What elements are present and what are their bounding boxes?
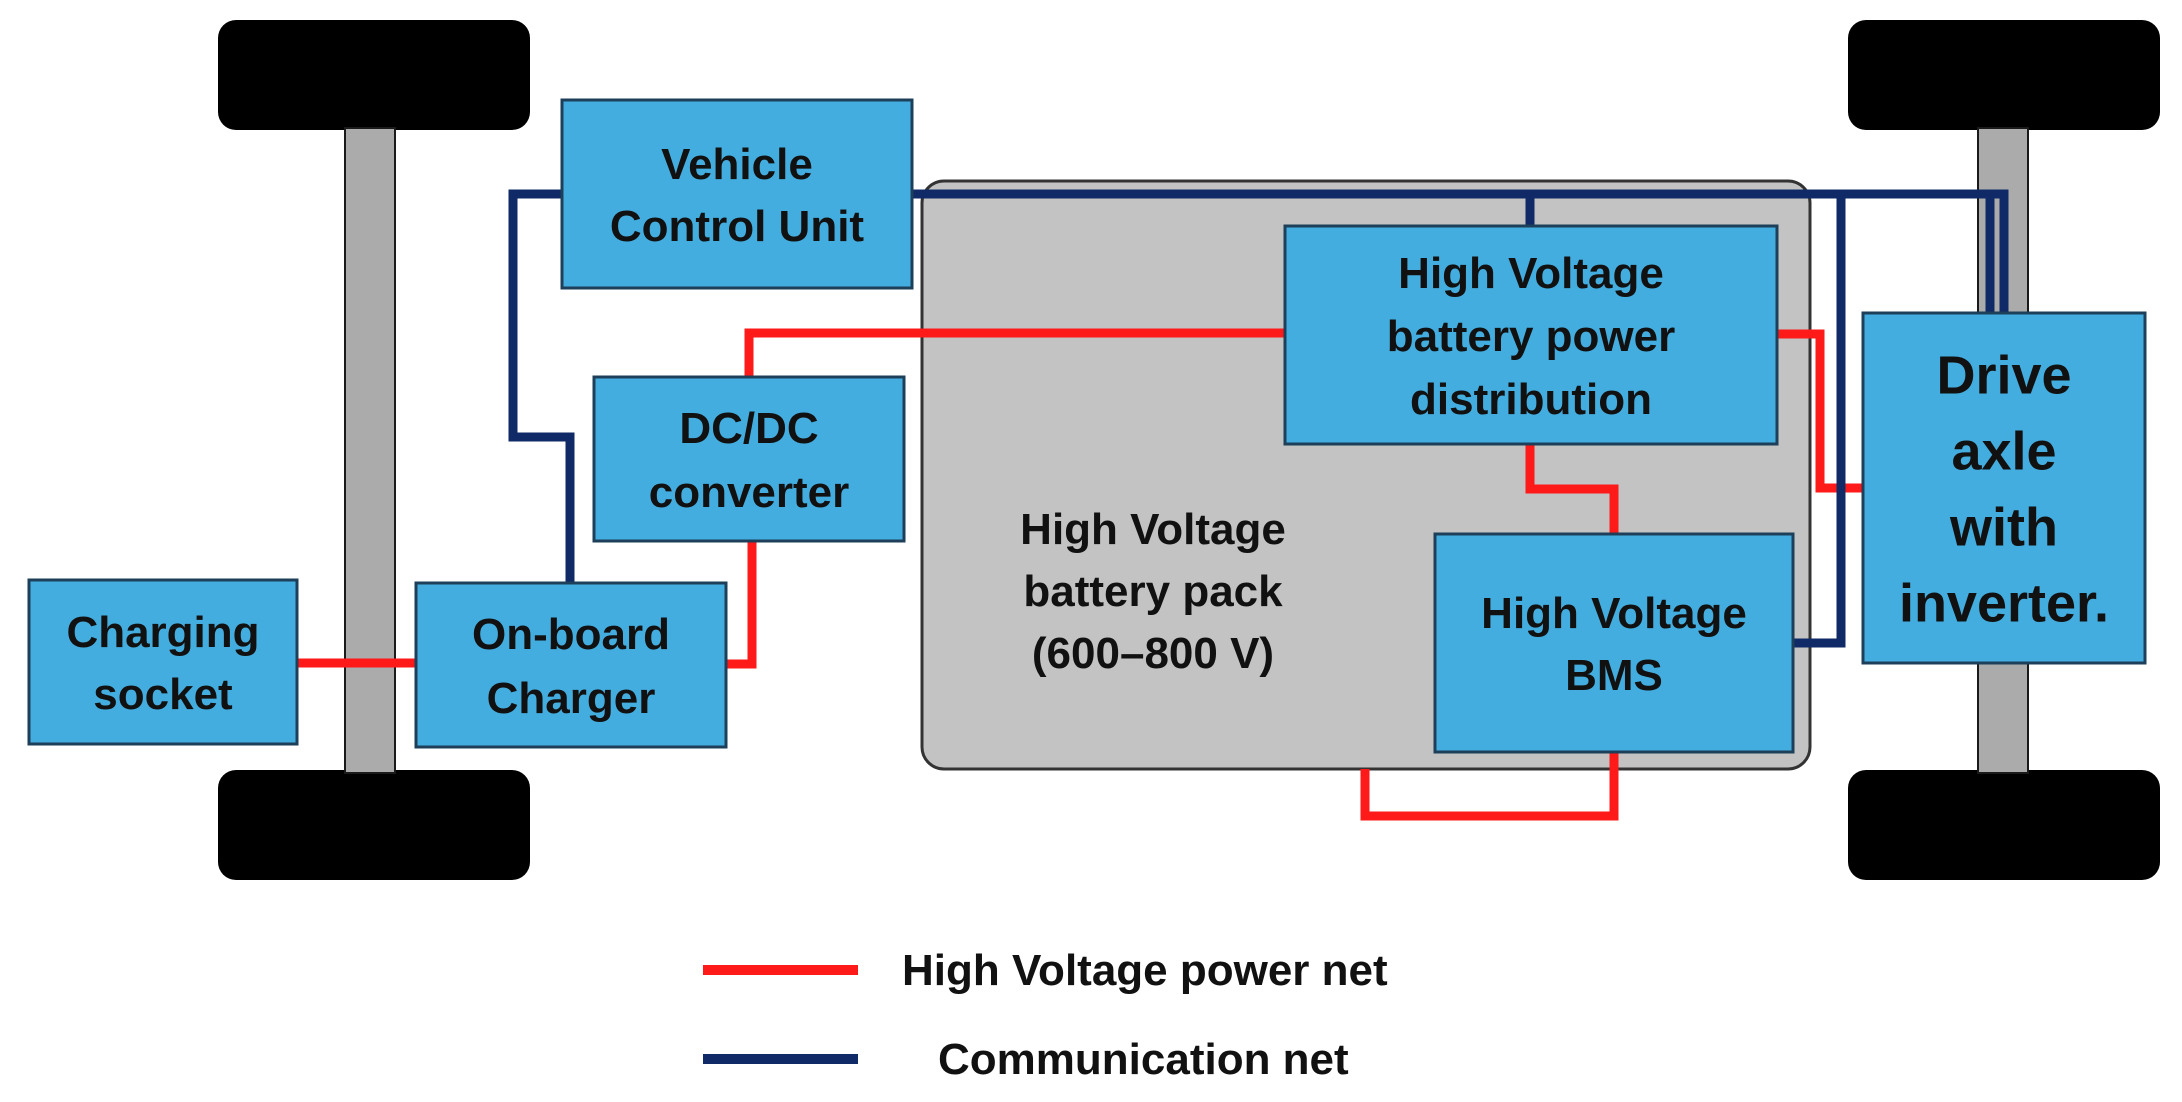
comm-vcu-bus-line (912, 189, 2009, 313)
legend-label-power: High Voltage power net (902, 946, 1388, 995)
dcdc-box (592, 375, 906, 543)
on-board-charger-label-line: Charger (487, 674, 656, 723)
drive-axle-label-line: with (1949, 497, 2058, 557)
vcu-label-line: Vehicle (661, 140, 813, 189)
drive-axle-label-line: inverter. (1899, 573, 2109, 633)
wheel-rear-right-bottom (1848, 770, 2160, 880)
vcu-label-line: Control Unit (610, 202, 865, 251)
vcu-box (560, 98, 914, 290)
legend-label-communication: Communication net (938, 1035, 1349, 1084)
hv-distribution-label-line: High Voltage (1398, 249, 1664, 298)
drive-axle-box (1861, 311, 2147, 665)
on-board-charger-label-line: On-board (472, 610, 670, 659)
hv-bms-box (1433, 532, 1795, 754)
drive-axle-label-line: Drive (1936, 345, 2071, 405)
battery-pack-label-line: (600–800 V) (1032, 629, 1274, 678)
power-dcdc-to-distribution-line (744, 328, 1285, 377)
drive-axle-label-line: axle (1951, 421, 2056, 481)
wheel-front-left-top (218, 20, 530, 130)
comm-bus-to-bms-line (1793, 194, 1846, 648)
on-board-charger-box (414, 581, 728, 749)
power-bms-loop-line (1360, 752, 1619, 821)
hv-distribution-box (1283, 224, 1779, 446)
hv-distribution-label-line: battery power (1387, 312, 1676, 361)
charging-socket-label-line: Charging (66, 608, 259, 657)
wheel-rear-right-top (1848, 20, 2160, 130)
charging-socket-label-line: socket (93, 670, 233, 719)
axle-left (344, 127, 396, 774)
battery-pack-label-line: High Voltage (1020, 505, 1286, 554)
charging-socket-box (27, 578, 299, 746)
wheel-front-left-bottom (218, 770, 530, 880)
dcdc-label-line: converter (649, 468, 850, 517)
power-charger-to-dcdc-line (726, 541, 757, 669)
battery-pack-label-line: battery pack (1023, 567, 1283, 616)
hv-bms-label-line: High Voltage (1481, 589, 1747, 638)
power-distribution-to-bms-line (1525, 444, 1619, 534)
dcdc-label-line: DC/DC (679, 404, 818, 453)
hv-distribution-label-line: distribution (1410, 375, 1652, 424)
comm-vcu-to-charger-line (508, 189, 575, 583)
hv-bms-label-line: BMS (1565, 651, 1663, 700)
